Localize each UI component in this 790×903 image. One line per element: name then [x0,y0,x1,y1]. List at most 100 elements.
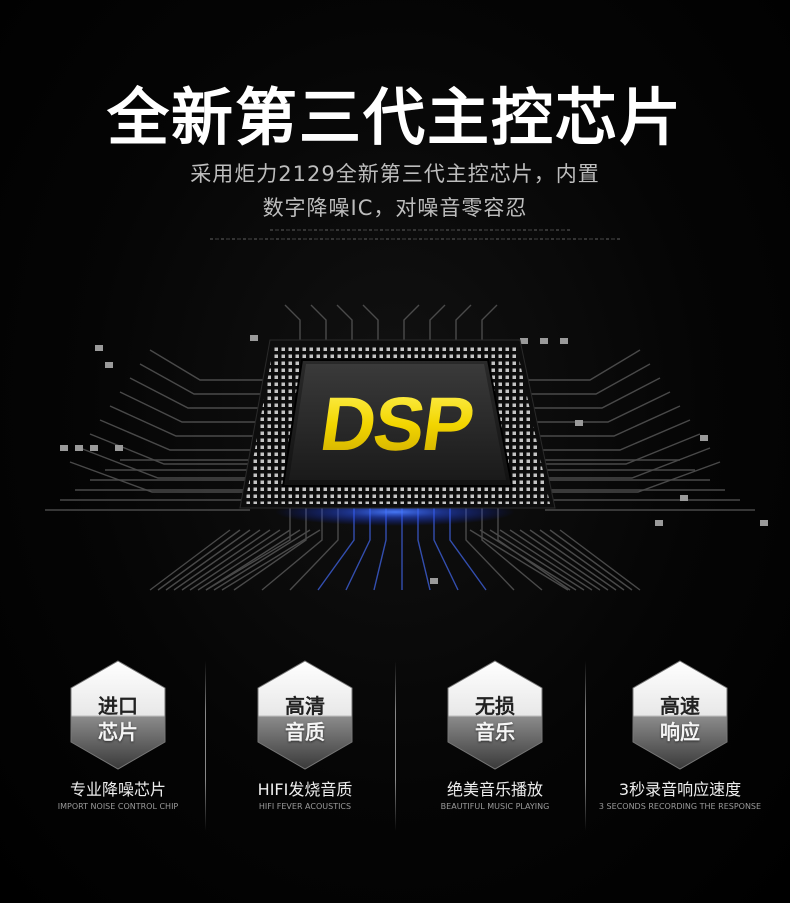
subtitle-line-1: 采用炬力2129全新第三代主控芯片，内置 [190,162,600,186]
circuit-trace [149,529,231,591]
circuit-trace [520,419,691,451]
hexagon-label-bottom: 芯片 [98,720,138,744]
feature-title: 绝美音乐播放 [446,780,543,799]
circuit-trace [529,529,617,591]
circuit-pad [250,335,258,341]
hexagon-badge: 无损 音乐 [445,659,545,771]
circuit-pad [680,495,688,501]
circuit-pad [760,520,768,526]
feature-subtitle: 3 SECONDS RECORDING THE RESPONSE [598,802,762,811]
circuit-trace [469,529,569,591]
circuit-pad [700,435,708,441]
circuit-trace [520,363,651,395]
circuit-trace [109,405,270,437]
circuit-pad [95,345,103,351]
hexagon-label-top: 进口 [98,694,138,718]
circuit-pad [520,338,528,344]
feature-divider [585,661,586,831]
circuit-trace [129,377,270,409]
circuit-trace [69,461,270,493]
circuit-trace [539,529,625,591]
circuit-trace [336,304,353,340]
hexagon-label-bottom: 音质 [285,720,325,744]
feature-subtitle: HIFI FEVER ACOUSTICS [258,802,352,811]
circuit-trace [455,304,472,340]
circuit-trace [403,304,420,340]
hexagon-icon [447,660,543,770]
circuit-board-illustration: DSP [45,304,768,591]
feature-divider [205,661,206,831]
circuit-pad [90,445,98,451]
hexagon-badge: 高清 音质 [255,659,355,771]
circuit-trace [520,349,641,381]
feature-fast-response: 高速 响应 3秒录音响应速度 3 SECONDS RECORDING THE R… [585,655,775,835]
circuit-trace [520,377,661,409]
circuit-trace [481,304,498,340]
circuit-trace [213,529,311,591]
circuit-pad [560,338,568,344]
subtitle-line-2: 数字降噪IC，对噪音零容忍 [262,196,528,220]
circuit-trace [119,391,270,423]
circuit-trace [173,529,261,591]
circuit-trace [362,304,379,340]
feature-divider [395,661,396,831]
circuit-trace [520,461,721,493]
circuit-trace [489,529,585,591]
circuit-pad [115,445,123,451]
circuit-trace [519,529,609,591]
hexagon-label-bottom: 音乐 [475,720,515,744]
feature-title: HIFI发烧音质 [257,780,353,799]
circuit-trace [549,529,633,591]
circuit-trace [429,304,446,340]
circuit-trace [520,433,701,465]
circuit-pad [655,520,663,526]
hexagon-badge: 高速 响应 [630,659,730,771]
circuit-trace [197,529,291,591]
circuit-trace [479,529,577,591]
decorative-fine-text-line [210,238,620,240]
circuit-pad [75,445,83,451]
feature-list: 进口 芯片 专业降噪芯片 IMPORT NOISE CONTROL CHIP [0,655,790,835]
feature-import-chip: 进口 芯片 专业降噪芯片 IMPORT NOISE CONTROL CHIP [23,655,213,835]
feature-subtitle: IMPORT NOISE CONTROL CHIP [57,802,179,811]
hexagon-icon [257,660,353,770]
circuit-trace [189,529,281,591]
circuit-trace [310,304,327,340]
feature-title: 专业降噪芯片 [69,780,166,799]
circuit-pad [105,362,113,368]
chip-face [289,364,506,480]
circuit-trace [520,405,681,437]
feature-subtitle: BEAUTIFUL MUSIC PLAYING [440,802,550,811]
chip-label: DSP [315,382,477,467]
circuit-trace [559,529,641,591]
hexagon-icon [632,660,728,770]
feature-hifi-sound: 高清 音质 HIFI发烧音质 HIFI FEVER ACOUSTICS [210,655,400,835]
feature-lossless-music: 无损 音乐 绝美音乐播放 BEAUTIFUL MUSIC PLAYING [400,655,590,835]
circuit-trace [509,529,601,591]
circuit-trace [284,304,301,340]
circuit-trace [139,363,270,395]
circuit-trace [499,529,593,591]
circuit-trace [497,508,571,591]
feature-title: 3秒录音响应速度 [618,780,742,799]
hexagon-label-top: 高速 [660,694,700,718]
decorative-fine-text-line [270,229,570,231]
circuit-trace [165,529,251,591]
circuit-pad [430,578,438,584]
hexagon-icon [70,660,166,770]
circuit-traces [45,304,755,591]
hexagon-label-bottom: 响应 [660,720,700,744]
circuit-trace [181,529,271,591]
circuit-trace [520,391,671,423]
hexagon-label-top: 高清 [285,694,325,718]
circuit-trace [221,529,321,591]
page-title: 全新第三代主控芯片 [106,81,683,154]
circuit-pads [60,335,768,584]
circuit-trace [99,419,270,451]
hexagon-badge: 进口 芯片 [68,659,168,771]
circuit-trace [157,529,241,591]
circuit-pad [575,420,583,426]
circuit-pad [60,445,68,451]
circuit-trace [79,447,270,479]
